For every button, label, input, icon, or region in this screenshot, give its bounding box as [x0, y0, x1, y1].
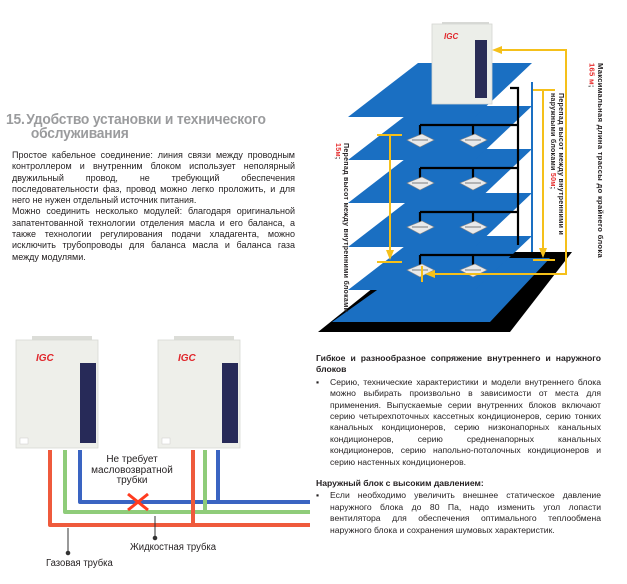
- liquid-pipe-label: Жидкостная трубка: [130, 542, 217, 553]
- label-max-length: Максимальная длина трассы до крайнего бл…: [587, 63, 606, 258]
- cassette-unit: [406, 220, 435, 235]
- unit-right-brand: IGC: [178, 353, 197, 364]
- building-diagram: IGC Максимальная длина трассы до крайнег…: [310, 0, 627, 345]
- features-text: Гибкое и разнообразное сопряжение внутре…: [316, 353, 601, 536]
- cassette-unit: [406, 263, 435, 278]
- label-outdoor-indoor-height: Перепад высот между внутренними и наружн…: [549, 93, 564, 236]
- refrigerant-piping: [418, 86, 520, 265]
- gas-pipe-label: Газовая трубка: [46, 558, 113, 569]
- no-return-pipe-note: Не требует масловозвратной трубки: [91, 454, 173, 486]
- label-indoor-indoor-height: Перепад высот между внутренними блоками …: [334, 143, 349, 313]
- floor-3: [348, 149, 532, 203]
- label-pointers: [65, 516, 158, 556]
- flexible-combination-item: ▪ Серию, технические характеристики и мо…: [316, 377, 601, 468]
- measure-lines: [377, 46, 567, 282]
- floor-2: [348, 193, 532, 247]
- cassette-unit: [406, 133, 435, 148]
- outdoor-unit-left: IGC: [15, 336, 99, 449]
- indoor-cassette-units: [406, 133, 488, 278]
- section-number: 15.: [6, 111, 25, 128]
- units-piping-diagram: IGC IGC: [0, 330, 310, 579]
- flexible-combination-text: Серию, технические характеристики и моде…: [330, 376, 601, 467]
- paragraph-cable-connection: Простое кабельное соединение: линия связ…: [12, 150, 295, 206]
- cassette-unit: [406, 176, 435, 191]
- unit-left-brand: IGC: [36, 353, 55, 364]
- gas-pipe: [48, 450, 310, 527]
- section-title-line2: обслуживания: [30, 125, 129, 142]
- oil-return-pipe: [78, 450, 310, 504]
- cassette-unit: [459, 220, 488, 235]
- building-diagram-graphic: IGC: [318, 22, 572, 332]
- max-length-line: [432, 49, 567, 275]
- floor-1: [348, 236, 532, 290]
- units-piping-graphic: IGC IGC: [15, 336, 310, 556]
- cassette-unit: [459, 133, 488, 148]
- outdoor-unit-right: IGC: [157, 336, 241, 449]
- bullet-icon: ▪: [316, 376, 320, 387]
- section-title-line1: Удобство установки и технического: [26, 111, 266, 128]
- section-title: 15.Удобство установки и технического обс…: [6, 111, 282, 142]
- paragraph-module-connection: Можно соединить несколько модулей: благо…: [12, 206, 295, 262]
- section-body: Простое кабельное соединение: линия связ…: [12, 150, 295, 263]
- outdoor-unit-brand: IGC: [444, 32, 458, 41]
- flexible-combination-title: Гибкое и разнообразное сопряжение внутре…: [316, 353, 601, 375]
- cassette-unit: [459, 176, 488, 191]
- bullet-icon: ▪: [316, 490, 320, 501]
- high-pressure-item: ▪ Если необходимо увеличить внешнее стат…: [316, 490, 601, 536]
- liquid-pipe: [63, 450, 310, 514]
- high-pressure-title: Наружный блок с высоким давлением:: [316, 478, 484, 489]
- outdoor-unit: IGC: [431, 22, 493, 105]
- cross-icon: [127, 492, 149, 512]
- floor-4: [348, 106, 532, 160]
- high-pressure-text: Если необходимо увеличить внешнее статич…: [330, 490, 601, 535]
